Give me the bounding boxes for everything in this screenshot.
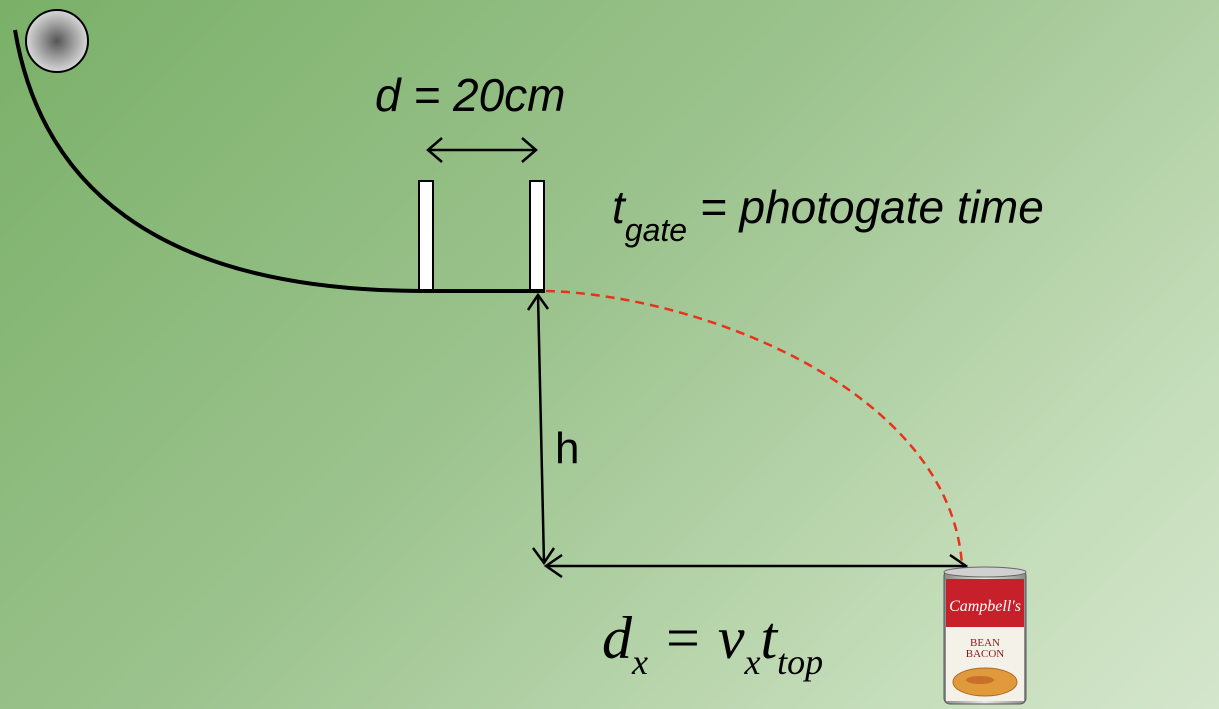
can-brand-text: Campbell's xyxy=(949,598,1021,615)
gate-spacing-label: d = 20cm xyxy=(375,69,566,121)
range-v: v xyxy=(717,605,745,671)
range-arrow xyxy=(543,553,969,579)
photogate-1 xyxy=(418,180,434,291)
trajectory-path xyxy=(545,289,964,566)
range-eq: = xyxy=(665,605,700,671)
range-lhs: d xyxy=(602,605,632,671)
can-line2-text: BACON xyxy=(966,648,1005,660)
soup-can: Campbell's BEAN BACON xyxy=(943,566,1027,705)
can-line1-text: BEAN xyxy=(970,637,1000,649)
range-equation: dx=vxttop xyxy=(602,605,823,680)
photogate-2 xyxy=(529,180,545,291)
height-arrow xyxy=(526,292,556,566)
gate-spacing-arrow xyxy=(426,137,538,163)
photogate-var: t xyxy=(612,181,625,233)
range-t: t xyxy=(760,605,778,671)
range-v-sub: x xyxy=(744,642,761,682)
ball xyxy=(25,9,89,73)
photogate-time-label: tgate = photogate time xyxy=(612,181,1044,246)
photogate-desc: = photogate time xyxy=(699,181,1044,233)
photogate-sub: gate xyxy=(624,212,688,248)
range-t-sub: top xyxy=(777,642,824,682)
range-lhs-sub: x xyxy=(632,642,648,682)
ramp-track xyxy=(13,29,545,293)
height-label: h xyxy=(555,424,580,473)
